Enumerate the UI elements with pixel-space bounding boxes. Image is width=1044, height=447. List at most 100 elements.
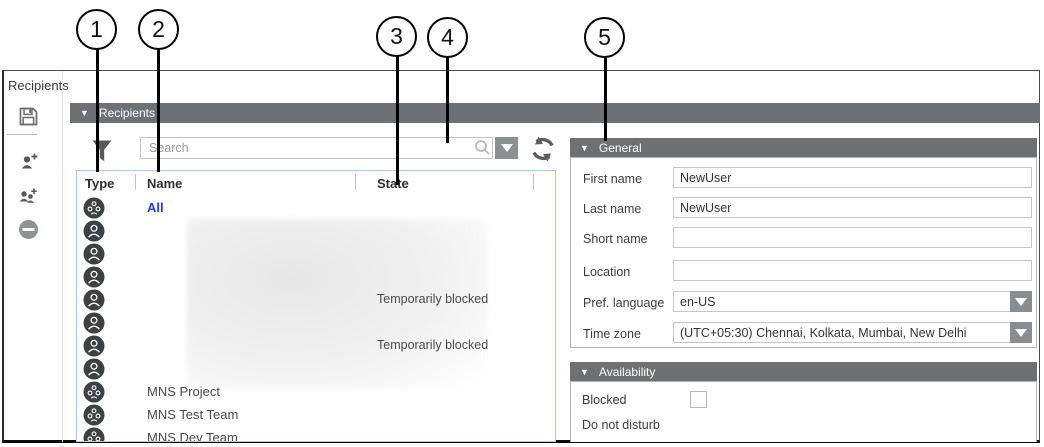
- save-button[interactable]: [12, 105, 45, 131]
- table-row-all[interactable]: All: [77, 197, 555, 220]
- callout-line-2: [157, 49, 160, 172]
- column-header-name[interactable]: Name: [147, 176, 183, 191]
- time-zone-dropdown-button[interactable]: [1010, 322, 1032, 343]
- person-icon: [83, 289, 105, 311]
- refresh-icon: [528, 136, 558, 165]
- collapse-triangle-icon: ▼: [580, 142, 589, 153]
- recipient-name: MNS Dev Team: [147, 430, 238, 442]
- first-name-field[interactable]: [673, 167, 1032, 188]
- table-row[interactable]: [77, 358, 555, 381]
- table-row[interactable]: [77, 266, 555, 289]
- chevron-down-icon: [1015, 328, 1027, 337]
- recipient-state: Temporarily blocked: [377, 338, 489, 352]
- table-row[interactable]: MNS Dev Team: [77, 427, 555, 442]
- pref-language-select[interactable]: [673, 291, 1032, 312]
- add-user-button[interactable]: [12, 149, 46, 176]
- time-zone-select[interactable]: [673, 322, 1032, 343]
- person-icon: [83, 335, 105, 357]
- recipient-name: MNS Test Team: [147, 407, 239, 422]
- column-separator[interactable]: [533, 174, 534, 190]
- column-header-state[interactable]: State: [377, 176, 409, 191]
- add-group-icon: [16, 188, 40, 211]
- last-name-label: Last name: [583, 202, 642, 216]
- collapse-triangle-icon: ▼: [580, 366, 589, 377]
- form-row-location: Location: [571, 258, 1036, 288]
- blocked-checkbox[interactable]: [690, 391, 707, 408]
- form-row-last-name: Last name: [571, 195, 1036, 225]
- column-separator[interactable]: [355, 174, 356, 190]
- table-row[interactable]: Temporarily blocked: [77, 335, 555, 358]
- recipient-state: Temporarily blocked: [377, 292, 489, 306]
- do-not-disturb-label: Do not disturb: [582, 418, 660, 432]
- location-label: Location: [583, 265, 631, 279]
- search-options-dropdown-button[interactable]: [495, 137, 518, 159]
- recipient-name: MNS Project: [147, 384, 220, 399]
- person-icon: [83, 243, 105, 265]
- callout-4: 4: [427, 17, 468, 58]
- table-row[interactable]: [77, 220, 555, 243]
- form-row-pref-language: Pref. language: [571, 289, 1036, 319]
- add-user-icon: [18, 153, 40, 175]
- general-panel-body: First name Last name Short name Location…: [570, 157, 1037, 348]
- callout-line-1: [96, 49, 99, 172]
- pref-language-label: Pref. language: [583, 296, 665, 310]
- refresh-button[interactable]: [522, 135, 554, 162]
- callout-line-3: [396, 56, 399, 185]
- redacted-names-blur: [187, 219, 487, 389]
- group-icon: [83, 381, 105, 403]
- first-name-label: First name: [583, 172, 643, 186]
- group-icon: [83, 404, 105, 426]
- group-icon: [83, 427, 105, 441]
- search-icon: [474, 139, 491, 161]
- save-icon: [18, 107, 39, 130]
- collapse-triangle-icon: ▼: [80, 108, 89, 118]
- table-header-row: Type Name State: [77, 171, 555, 197]
- recipient-name: All: [147, 200, 164, 215]
- callout-5: 5: [584, 17, 625, 58]
- table-row[interactable]: MNS Test Team: [77, 404, 555, 427]
- column-separator[interactable]: [135, 174, 136, 190]
- form-row-time-zone: Time zone: [571, 320, 1036, 350]
- page-title: Recipients: [8, 78, 69, 93]
- short-name-label: Short name: [583, 232, 648, 246]
- table-row[interactable]: MNS Project: [77, 381, 555, 404]
- recipients-table: Type Name State All: [76, 170, 556, 442]
- table-row[interactable]: [77, 312, 555, 335]
- person-icon: [83, 220, 105, 242]
- remove-button[interactable]: [12, 218, 45, 244]
- blocked-label: Blocked: [582, 393, 627, 407]
- chevron-down-icon: [1015, 297, 1027, 306]
- column-header-type[interactable]: Type: [85, 176, 115, 191]
- callout-line-5: [604, 57, 607, 141]
- pref-language-dropdown-button[interactable]: [1010, 291, 1032, 312]
- toolbar-content-divider: [62, 71, 63, 442]
- availability-section-header[interactable]: ▼ Availability: [570, 362, 1037, 381]
- callout-line-4: [446, 57, 449, 143]
- last-name-field[interactable]: [673, 197, 1032, 218]
- table-row[interactable]: [77, 243, 555, 266]
- callout-1: 1: [76, 9, 117, 50]
- search-input[interactable]: [140, 137, 493, 159]
- availability-section-label: Availability: [598, 364, 656, 379]
- remove-icon: [18, 220, 39, 243]
- person-icon: [83, 358, 105, 380]
- location-field[interactable]: [673, 260, 1032, 281]
- person-icon: [83, 266, 105, 288]
- recipients-section-label: Recipients: [98, 106, 155, 120]
- form-row-short-name: Short name: [571, 225, 1036, 255]
- chevron-down-icon: [500, 144, 513, 152]
- person-icon: [83, 312, 105, 334]
- form-row-first-name: First name: [571, 165, 1036, 195]
- toolbar-divider: [7, 134, 37, 135]
- general-section-header[interactable]: ▼ General: [570, 138, 1037, 157]
- callout-3: 3: [376, 16, 417, 57]
- recipients-section-header[interactable]: ▼ Recipients: [70, 103, 1040, 123]
- availability-panel-body: [570, 381, 1037, 442]
- short-name-field[interactable]: [673, 227, 1032, 248]
- group-icon: [83, 197, 105, 219]
- table-row[interactable]: Temporarily blocked: [77, 289, 555, 312]
- callout-2: 2: [138, 9, 179, 50]
- add-group-button[interactable]: [10, 183, 46, 212]
- time-zone-label: Time zone: [583, 327, 641, 341]
